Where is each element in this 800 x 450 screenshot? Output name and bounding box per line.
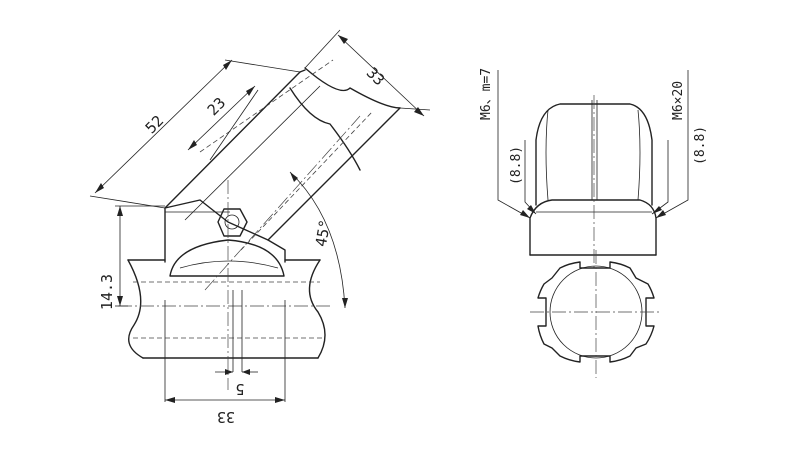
label-bolt-m6x20: M6×20 [671,81,686,120]
dim-52-label: 52 [142,112,168,138]
left-view: 52 23 33 14.3 [89,29,431,426]
label-clearance-left: (8.8) [509,146,524,185]
hex-bolt-head-icon [217,208,248,237]
dim-33-base-label: 33 [217,408,235,426]
clamp-body [529,95,657,270]
pipe-profile-icon [530,250,662,378]
leader-nut: M6、m=7 [479,68,531,219]
dimension-45-degree: 45° [289,171,348,309]
dim-33-top-label: 33 [363,64,389,90]
dim-5-label: 5 [235,380,244,398]
horizontal-pipe [118,259,332,359]
dimension-52: 52 [89,59,301,209]
dimension-14-3: 14.3 [98,205,165,310]
dimension-33-top: 33 [304,29,431,117]
label-clearance-right: (8.8) [693,126,708,165]
leader-clearance-left: (8.8) [509,140,537,215]
inclined-pipe [164,59,401,291]
clamp-saddle [164,199,286,277]
dimension-33-base: 33 [165,397,285,426]
right-view: M6、m=7 (8.8) M6×20 (8.8) [479,68,708,378]
leader-bolt: M6×20 [655,70,689,219]
dim-45-label: 45° [312,218,334,248]
dim-23-label: 23 [204,94,230,120]
leader-clearance-right: (8.8) [651,126,708,215]
dimension-5: 5 [215,369,258,398]
label-nut-m6: M6、m=7 [479,68,494,120]
dim-14-3-label: 14.3 [98,274,116,310]
